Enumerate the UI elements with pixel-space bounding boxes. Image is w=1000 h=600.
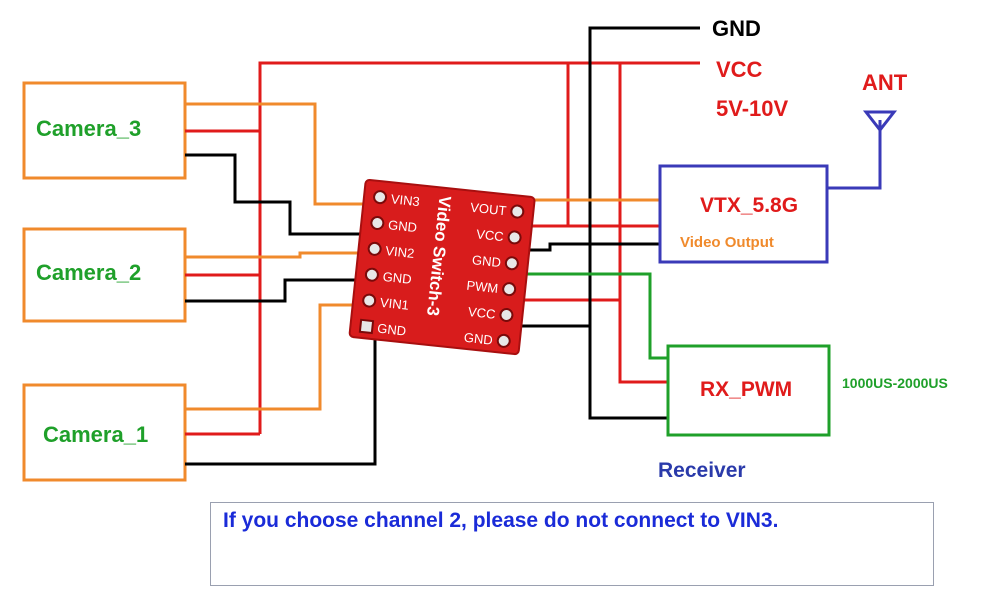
camera-2-label: Camera_2 bbox=[36, 260, 141, 285]
note-box: If you choose channel 2, please do not c… bbox=[210, 502, 934, 586]
antenna-icon bbox=[828, 110, 898, 190]
pwm-range-label: 1000US-2000US bbox=[842, 375, 948, 391]
pin-label-vin2: VIN2 bbox=[385, 243, 415, 261]
pin-label-pwm: PWM bbox=[466, 278, 499, 296]
vtx-sublabel: Video Output bbox=[680, 234, 774, 251]
vtx-box bbox=[658, 164, 829, 264]
video-wires bbox=[185, 102, 660, 411]
pin-label-vin1: VIN1 bbox=[379, 295, 409, 313]
pin-label-gnd-right-1: GND bbox=[471, 252, 501, 270]
camera-1-label: Camera_1 bbox=[43, 422, 148, 447]
gnd-wires bbox=[185, 26, 700, 466]
pin-label-vin3: VIN3 bbox=[390, 191, 420, 209]
video-switch-board: VIN3 GND VIN2 GND VIN1 GND VOUT VCC GND … bbox=[348, 178, 536, 356]
pin-label-gnd-left-1: GND bbox=[387, 217, 417, 235]
vtx-label: VTX_5.8G bbox=[700, 194, 798, 217]
vcc-label: VCC bbox=[716, 57, 763, 82]
rx-pwm-label: RX_PWM bbox=[700, 378, 792, 401]
note-text: If you choose channel 2, please do not c… bbox=[223, 509, 779, 532]
pin-label-gnd-left-3: GND bbox=[377, 321, 407, 339]
board-right-pads bbox=[496, 204, 525, 348]
pin-label-vcc-right-2: VCC bbox=[467, 304, 496, 322]
antenna-label: ANT bbox=[862, 70, 908, 95]
board-left-pads bbox=[358, 190, 388, 335]
board-pcb bbox=[348, 178, 536, 356]
receiver-box bbox=[666, 344, 831, 437]
pin-label-vcc-right-1: VCC bbox=[476, 226, 505, 244]
receiver-caption: Receiver bbox=[658, 459, 746, 482]
camera-3-label: Camera_3 bbox=[36, 116, 141, 141]
gnd-label: GND bbox=[712, 16, 761, 41]
pin-label-gnd-left-2: GND bbox=[382, 269, 412, 287]
vcc-bus-wires bbox=[185, 61, 700, 436]
voltage-label: 5V-10V bbox=[716, 96, 788, 121]
pwm-wire bbox=[513, 272, 668, 360]
pin-label-vout: VOUT bbox=[470, 200, 508, 219]
pin-label-gnd-right-2: GND bbox=[463, 330, 493, 348]
